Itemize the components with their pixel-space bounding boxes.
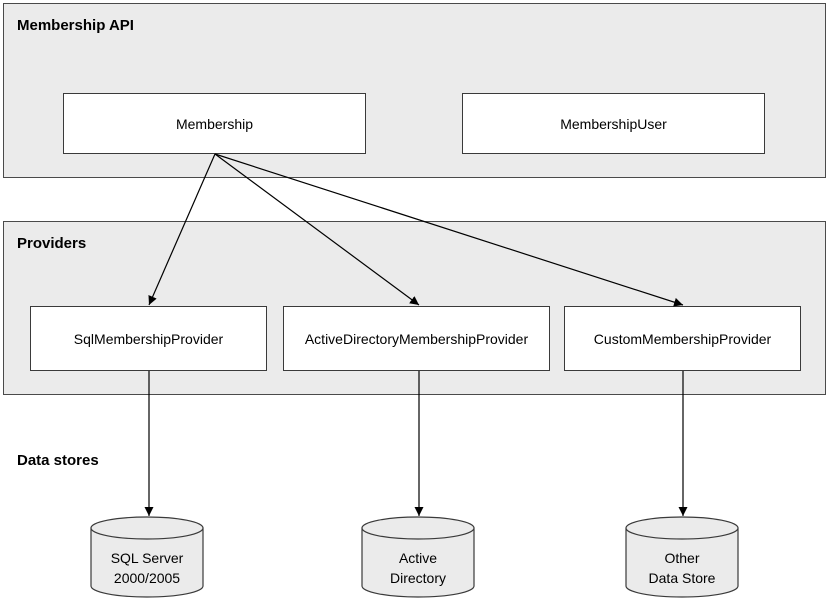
- active-directory-label-line2: Directory: [389, 570, 446, 586]
- other-data-store-label-line2: Data Store: [648, 570, 716, 586]
- providers-title: Providers: [17, 235, 87, 252]
- membership-class-box: Membership: [63, 93, 366, 154]
- active-directory-database-icon: Active Directory: [361, 516, 475, 598]
- membership-api-title: Membership API: [17, 17, 134, 34]
- data-stores-title: Data stores: [17, 452, 99, 469]
- membershipuser-class-box: MembershipUser: [462, 93, 765, 154]
- active-directory-label-line1: Active: [398, 550, 438, 566]
- other-data-store-database-icon: Other Data Store: [625, 516, 739, 598]
- sql-server-database-icon: SQL Server 2000/2005: [90, 516, 204, 598]
- active-directory-membership-provider-box: ActiveDirectoryMembershipProvider: [283, 306, 550, 371]
- arrow-membership-to-custom-provider: [214, 153, 684, 307]
- sql-server-label-line2: 2000/2005: [113, 570, 181, 586]
- arrow-membership-to-sql-provider: [148, 153, 216, 306]
- sql-membership-provider-box: SqlMembershipProvider: [30, 306, 267, 371]
- custom-membership-provider-box: CustomMembershipProvider: [564, 306, 801, 371]
- arrow-membership-to-ad-provider: [214, 153, 420, 306]
- other-data-store-label-line1: Other: [664, 550, 700, 566]
- sql-server-label-line1: SQL Server: [110, 550, 184, 566]
